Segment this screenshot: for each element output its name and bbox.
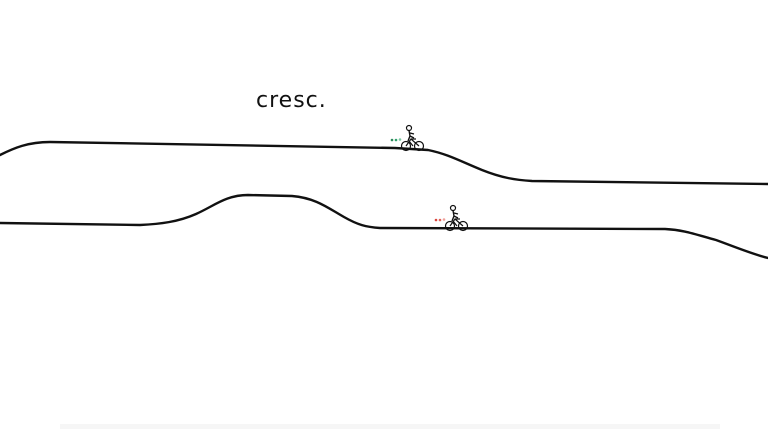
trail-dot xyxy=(438,218,442,222)
upper-track-line xyxy=(0,140,768,186)
bottom-fade xyxy=(60,424,720,429)
lower-track-line xyxy=(0,193,768,260)
trail-dot xyxy=(398,138,402,141)
caption-text: cresc. xyxy=(256,88,327,113)
trail-dot xyxy=(390,138,394,142)
bike-rider-icon xyxy=(434,204,469,232)
trail-dot xyxy=(394,138,398,142)
trail-dot xyxy=(442,218,446,221)
trail-dot xyxy=(434,218,438,222)
bike-rider-icon xyxy=(390,124,425,152)
